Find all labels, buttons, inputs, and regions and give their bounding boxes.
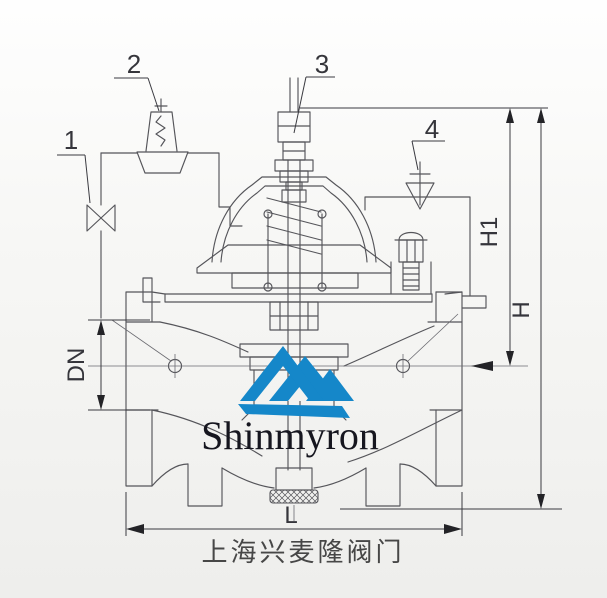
dimension-h: H (508, 108, 545, 509)
watermark: Shinmyron 上海兴麦隆阀门 (201, 346, 404, 567)
outlet-flange (427, 291, 487, 487)
brand-logo (238, 346, 354, 418)
pilot-control-circuit (86, 98, 471, 319)
part-callout-3: 3 (293, 49, 335, 134)
dimension-h1: H1 (476, 108, 514, 366)
part-label-2: 2 (127, 49, 141, 79)
dimension-l: L (125, 492, 463, 536)
dimension-h1-label: H1 (476, 217, 503, 248)
exhaust-funnel-symbol (405, 161, 435, 210)
brand-wordmark: Shinmyron (201, 413, 379, 458)
actuator-bonnet (196, 77, 392, 471)
bottom-plug (269, 467, 319, 521)
inlet-flange (125, 291, 161, 487)
dimension-dn: DN (63, 319, 150, 411)
part-callout-2: 2 (114, 49, 160, 112)
spring (266, 197, 322, 255)
part-label-1: 1 (64, 125, 78, 155)
port-plug-bolt (390, 231, 432, 295)
part-callout-4: 4 (411, 114, 445, 171)
centerline-arrow (471, 361, 493, 371)
part-label-4: 4 (425, 114, 439, 144)
part-label-3: 3 (315, 49, 329, 79)
company-name-cn: 上海兴麦隆阀门 (201, 538, 404, 567)
needle-valve-symbol (86, 204, 116, 232)
indicator-stem (274, 77, 314, 183)
diaphragm-assembly (196, 209, 392, 292)
part-callouts: 1 2 3 4 (57, 49, 445, 204)
dimension-h-label: H (508, 301, 535, 318)
part-callout-1: 1 (57, 125, 91, 204)
dimension-l-label: L (284, 502, 297, 529)
dimension-dn-label: DN (63, 348, 90, 383)
pilot-valve-symbol (136, 98, 189, 174)
